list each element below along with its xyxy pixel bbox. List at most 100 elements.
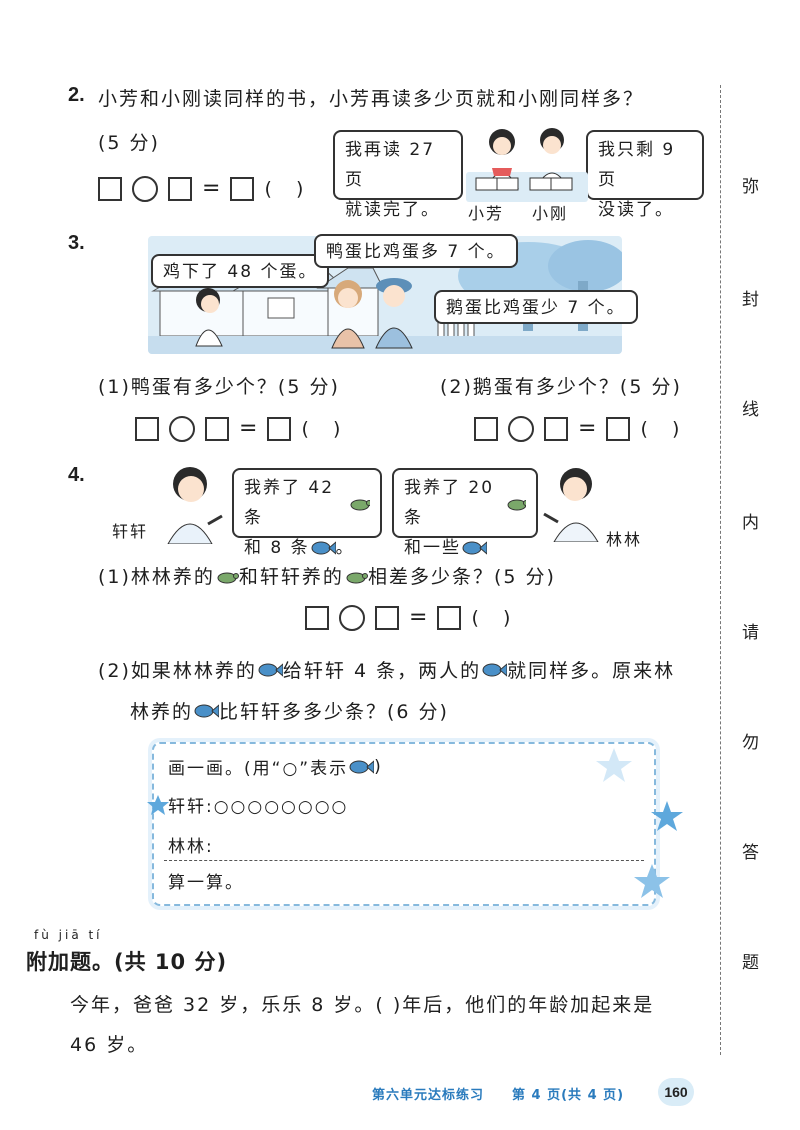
- unit-blank[interactable]: ( ): [264, 178, 304, 200]
- operator-circle[interactable]: [132, 176, 158, 202]
- bubble-text: 和 8 条: [244, 538, 310, 558]
- equation-row: = ( ): [305, 605, 510, 631]
- operator-circle[interactable]: [169, 416, 195, 442]
- star-icon: [651, 801, 683, 831]
- draw-instruction: 画一画。(用“○”表示 ): [168, 754, 383, 780]
- seal-char: 内: [742, 513, 759, 533]
- fish-icon: [194, 703, 220, 718]
- question-score: (5 分): [98, 132, 160, 154]
- text-run: 比轩轩多多少条？(6 分): [219, 701, 449, 723]
- sub-question: (1)鸭蛋有多少个？(5 分): [98, 376, 340, 398]
- star-icon: [147, 795, 169, 815]
- turtle-icon: [217, 572, 239, 583]
- name-label-linlin: 林林: [606, 530, 643, 549]
- seal-char: 请: [742, 623, 759, 643]
- equals-sign: =: [578, 416, 597, 441]
- boy-xuanxuan-illustration: [167, 467, 223, 544]
- bubble-line: 没读了。: [598, 200, 674, 220]
- bubble-text: 我养了 42 条: [244, 478, 335, 528]
- bubble-line: 我养了 20 条: [404, 473, 526, 533]
- answer-box[interactable]: [437, 606, 462, 630]
- answer-box[interactable]: [474, 417, 498, 441]
- text-run: 画一画。(用“○”表示: [168, 759, 349, 779]
- calc-label[interactable]: 算一算。: [168, 873, 244, 893]
- question-text: 小芳和小刚读同样的书，小芳再读多少页就和小刚同样多？: [98, 88, 645, 110]
- footer-unit: 第六单元达标练习: [372, 1088, 485, 1103]
- divider: [164, 860, 644, 861]
- answer-box[interactable]: [98, 177, 122, 201]
- name-label-xiaofang: 小芳: [468, 204, 505, 223]
- unit-blank[interactable]: ( ): [640, 418, 680, 440]
- question-number: 3.: [68, 232, 85, 254]
- unit-blank[interactable]: ( ): [471, 607, 511, 629]
- name-label-xuanxuan: 轩轩: [112, 522, 149, 541]
- answer-box[interactable]: [375, 606, 399, 630]
- bubble-line: 我只剩 9 页: [598, 140, 676, 190]
- fish-icon: [462, 541, 487, 555]
- row-xuanxuan: 轩轩:○○○○○○○○: [168, 797, 349, 817]
- equation-row: = ( ): [135, 416, 340, 442]
- footer-page: 第 4 页(共 4 页): [512, 1088, 625, 1103]
- turtle-icon: [350, 499, 370, 511]
- equation-row: = ( ): [474, 416, 679, 442]
- operator-circle[interactable]: [339, 605, 365, 631]
- bubble-text: 。: [335, 538, 355, 558]
- bonus-title: 附加题。(共 10 分): [26, 950, 228, 974]
- answer-box[interactable]: [305, 606, 329, 630]
- star-icon: [634, 864, 670, 898]
- bubble-text: 我养了 20 条: [404, 478, 495, 528]
- draw-and-calc-box: 画一画。(用“○”表示 ) 轩轩:○○○○○○○○ 林林: 算一算。: [152, 742, 656, 906]
- text-run: 给轩轩 4 条，两人的: [282, 660, 482, 682]
- seal-char: 勿: [742, 733, 759, 753]
- equation-row: = ( ): [98, 176, 303, 202]
- sub-question: (2)鹅蛋有多少个？(5 分): [440, 376, 682, 398]
- turtle-icon: [507, 499, 526, 511]
- answer-box[interactable]: [606, 417, 631, 441]
- bubble-line: 我养了 42 条: [244, 473, 370, 533]
- equals-sign: =: [202, 176, 221, 201]
- answer-box[interactable]: [544, 417, 568, 441]
- fish-icon: [258, 662, 283, 677]
- speech-bubble-goose: 鹅蛋比鸡蛋少 7 个。: [434, 290, 638, 324]
- operator-circle[interactable]: [508, 416, 534, 442]
- speech-bubble-xiaofang: 我再读 27 页 就读完了。: [333, 130, 463, 220]
- text-run: 相差多少条？(5 分): [367, 566, 556, 588]
- text-run: (2)如果林林养的: [98, 660, 257, 682]
- question-number: 2.: [68, 84, 85, 106]
- equals-sign: =: [409, 605, 428, 630]
- speech-bubble-xuanxuan: 我养了 42 条 和 8 条 。: [232, 468, 382, 558]
- kids-reading-illustration: [466, 128, 588, 202]
- answer-box[interactable]: [168, 177, 192, 201]
- seal-char: 弥: [742, 177, 759, 197]
- text-run: 林养的: [130, 701, 194, 723]
- bonus-text: 46 岁。: [70, 1034, 149, 1056]
- page-number: 160: [658, 1078, 694, 1106]
- speech-bubble-chicken: 鸡下了 48 个蛋。: [151, 254, 330, 288]
- sub-question: (1)林林养的 和轩轩养的 相差多少条？(5 分): [98, 562, 556, 589]
- question-number: 4.: [68, 464, 85, 486]
- star-icon: [596, 748, 632, 782]
- row-linlin[interactable]: 林林:: [168, 837, 214, 857]
- fish-icon: [311, 541, 336, 555]
- text-run: (1)林林养的: [98, 566, 215, 588]
- seal-char: 题: [742, 953, 759, 973]
- answer-box[interactable]: [230, 177, 255, 201]
- unit-blank[interactable]: ( ): [301, 418, 341, 440]
- seal-line: [720, 85, 721, 1055]
- answer-box[interactable]: [135, 417, 159, 441]
- answer-box[interactable]: [267, 417, 292, 441]
- sub-question: (2)如果林林养的 给轩轩 4 条，两人的 就同样多。原来林: [98, 656, 675, 683]
- text-run: 和轩轩养的: [238, 566, 344, 588]
- speech-bubble-duck: 鸭蛋比鸡蛋多 7 个。: [314, 234, 518, 268]
- bonus-text: 今年，爸爸 32 岁，乐乐 8 岁。( )年后，他们的年龄加起来是: [70, 994, 655, 1016]
- speech-bubble-xiaogang: 我只剩 9 页 没读了。: [586, 130, 704, 220]
- answer-box[interactable]: [205, 417, 229, 441]
- fish-icon: [482, 662, 508, 677]
- boy-linlin-illustration: [543, 468, 599, 542]
- turtle-icon: [346, 572, 368, 583]
- text-run: ): [374, 756, 383, 777]
- name-label-xiaogang: 小刚: [532, 204, 569, 223]
- pinyin-annotation: fù jiā tí: [34, 928, 103, 942]
- sub-question-cont: 林养的 比轩轩多多少条？(6 分): [130, 697, 449, 724]
- seal-char: 封: [742, 290, 759, 310]
